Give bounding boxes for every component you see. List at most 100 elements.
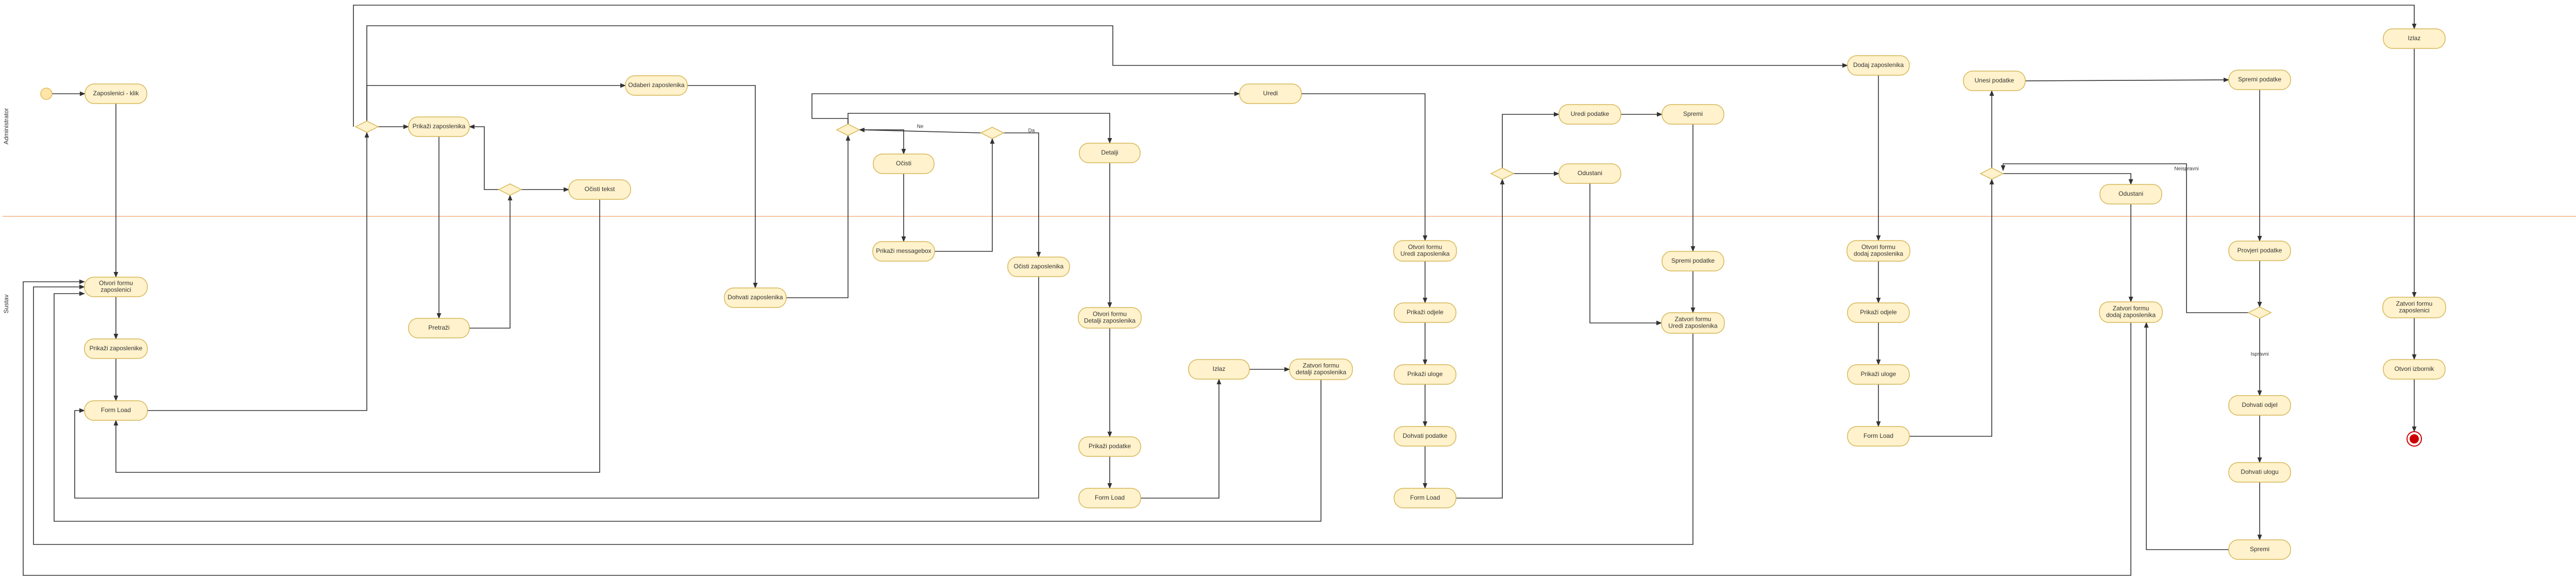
node-label: Zaposlenici - klik <box>93 90 140 97</box>
edge-5 <box>147 131 369 411</box>
node-shape <box>1394 488 1456 508</box>
node-label: Odustani <box>1578 169 1602 177</box>
node-zaposlenici-klik: Zaposlenici - klik <box>84 83 147 104</box>
node-shape <box>1662 251 1724 271</box>
node-label: zaposlenici <box>100 286 131 294</box>
edge-49 <box>2025 77 2230 82</box>
node-shape <box>408 116 470 137</box>
node-ocisti: Očisti <box>873 153 935 174</box>
node-shape <box>1661 312 1725 334</box>
edge-35 <box>1502 112 1560 168</box>
node-shape <box>1558 104 1621 125</box>
edge-40 <box>1589 183 1663 326</box>
node-spremi-podatke-u: Spremi podatke <box>1662 251 1724 271</box>
node-label: Očisti <box>896 160 911 167</box>
node-shape <box>2383 28 2446 49</box>
decision-d5 <box>1490 167 1515 180</box>
node-label: detalji zaposlenika <box>1296 369 1346 376</box>
edge-9 <box>469 194 513 329</box>
node-form-load-d: Form Load <box>1847 426 1910 447</box>
node-shape <box>1289 359 1353 380</box>
node-odaberi-zaposlenika: Odaberi zaposlenika <box>625 75 688 96</box>
node-izlaz: Izlaz <box>2383 28 2446 49</box>
node-shape <box>84 83 147 104</box>
node-shape <box>1239 83 1302 104</box>
node-shape <box>873 153 935 174</box>
edge-7 <box>366 83 626 121</box>
edge-label-ne: Ne <box>917 124 924 130</box>
node-label: Prikaži zaposlenike <box>90 345 143 352</box>
node-shape <box>1846 240 1910 262</box>
edge-27 <box>54 291 1321 522</box>
node-label: Detalji <box>1101 149 1118 156</box>
edge-14 <box>786 134 851 298</box>
node-spremi-d: Spremi <box>2228 539 2291 560</box>
node-shape <box>1078 436 1141 457</box>
node-label: Form Load <box>101 406 131 414</box>
node-shape <box>1558 163 1621 184</box>
edge-60 <box>353 5 2417 127</box>
node-label: Prikaži odjele <box>1406 309 1444 316</box>
edge-13 <box>687 85 758 289</box>
edge-20 <box>1004 132 1041 258</box>
decision-d7 <box>2247 306 2272 319</box>
node-prikazi-zaposlenika-top: Prikaži zaposlenika <box>408 116 470 137</box>
node-shape <box>1393 240 1457 262</box>
node-provjeri-podatke: Provjeri podatke <box>2228 241 2291 261</box>
node-label: Spremi <box>1683 110 1703 117</box>
node-shape <box>2228 395 2291 416</box>
node-shape <box>1963 71 2026 91</box>
node-label: Form Load <box>1095 494 1125 501</box>
node-prikazi-podatke-det: Prikaži podatke <box>1078 436 1141 457</box>
node-dohvati-odjel: Dohvati odjel <box>2228 395 2291 416</box>
node-label: Prikaži podatke <box>1089 442 1131 450</box>
edge-21 <box>848 113 1112 144</box>
node-spremi-u: Spremi <box>1662 104 1724 125</box>
node-label: Izlaz <box>2408 35 2421 42</box>
node-dohvati-ulogu: Dohvati ulogu <box>2228 462 2291 483</box>
node-prikazi-uloge-d: Prikaži uloge <box>1847 364 1910 385</box>
node-label: Provjeri podatke <box>2238 247 2282 254</box>
node-shape <box>1662 104 1724 125</box>
node-shape <box>1007 257 1070 277</box>
node-label: Spremi <box>2250 545 2269 553</box>
decision-d3 <box>836 124 860 136</box>
edge-16 <box>859 129 906 155</box>
edge-label-da: Da <box>1028 128 1035 134</box>
node-label: Otvori izbornik <box>2395 365 2435 372</box>
node-unesi-podatke: Unesi podatke <box>1963 71 2026 91</box>
node-shape <box>84 400 148 421</box>
node-label: Dohvati ulogu <box>2241 468 2278 475</box>
node-label: Zatvori formu <box>2113 305 2149 312</box>
node-label: Prikaži odjele <box>1860 309 1897 316</box>
node-label: Dohvati podatke <box>1403 432 1448 439</box>
lane-label-administrator: Administrator <box>3 108 10 145</box>
node-shape <box>1394 364 1456 385</box>
node-pretrazi: Pretraži <box>408 318 470 338</box>
node-shape <box>625 75 688 96</box>
node-otvori-izbornik: Otvori izbornik <box>2383 359 2446 380</box>
node-label: Izlaz <box>1213 365 1226 372</box>
node-label: Otvori formu <box>1861 244 1895 251</box>
node-label: Spremi podatke <box>2238 76 2281 83</box>
node-label: Prikaži uloge <box>1861 370 1896 378</box>
node-prikazi-zaposlenike: Prikaži zaposlenike <box>84 338 148 359</box>
node-label: Uredi zaposlenika <box>1400 250 1450 258</box>
diagram-edges <box>23 5 2417 576</box>
node-form-load-det: Form Load <box>1078 488 1141 508</box>
node-shape <box>2228 462 2291 483</box>
node-ocisti-zaposlenika: Očisti zaposlenika <box>1007 257 1070 277</box>
node-label: Zatvori formu <box>2396 300 2433 308</box>
node-label: Unesi podatke <box>1975 77 2014 84</box>
node-label: Uredi zaposlenika <box>1668 322 1718 330</box>
node-spremi-podatke-d: Spremi podatke <box>2228 70 2291 90</box>
node-detalji: Detalji <box>1079 143 1141 163</box>
edge-41 <box>33 284 1693 545</box>
final-node <box>2406 431 2422 447</box>
